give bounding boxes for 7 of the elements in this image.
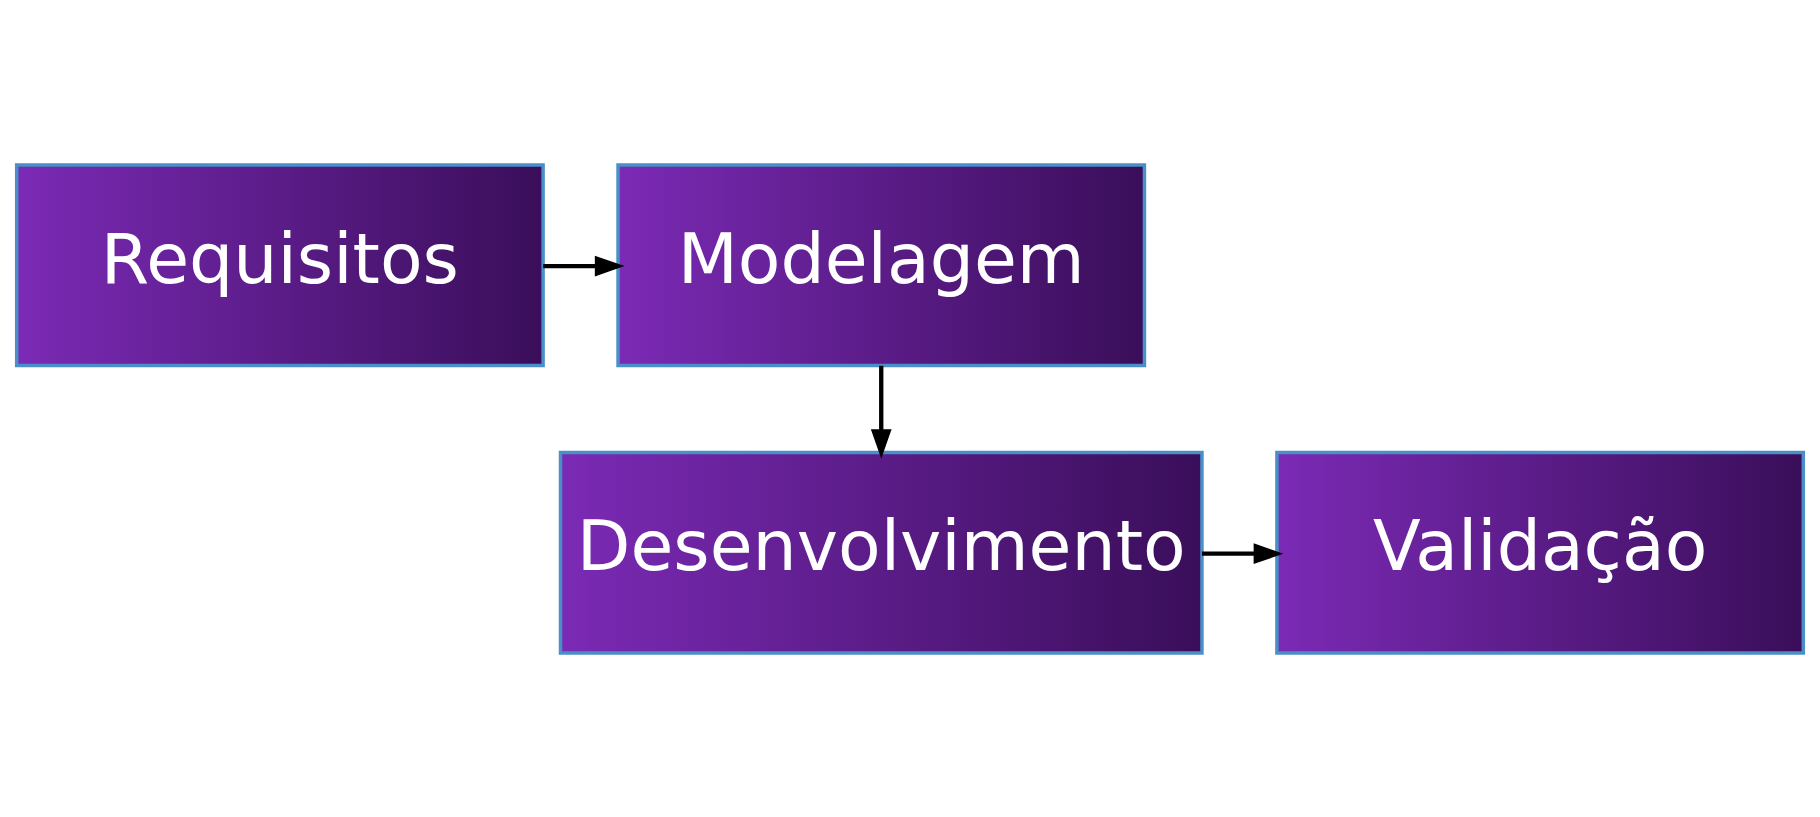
arrow [870,365,892,459]
node-box: Requisitos [14,162,545,367]
node-box: Modelagem [616,162,1147,367]
node-box: Validação [1275,450,1806,655]
arrow [1202,542,1284,564]
node-box: Desenvolvimento [558,450,1204,655]
arrow [543,255,625,276]
